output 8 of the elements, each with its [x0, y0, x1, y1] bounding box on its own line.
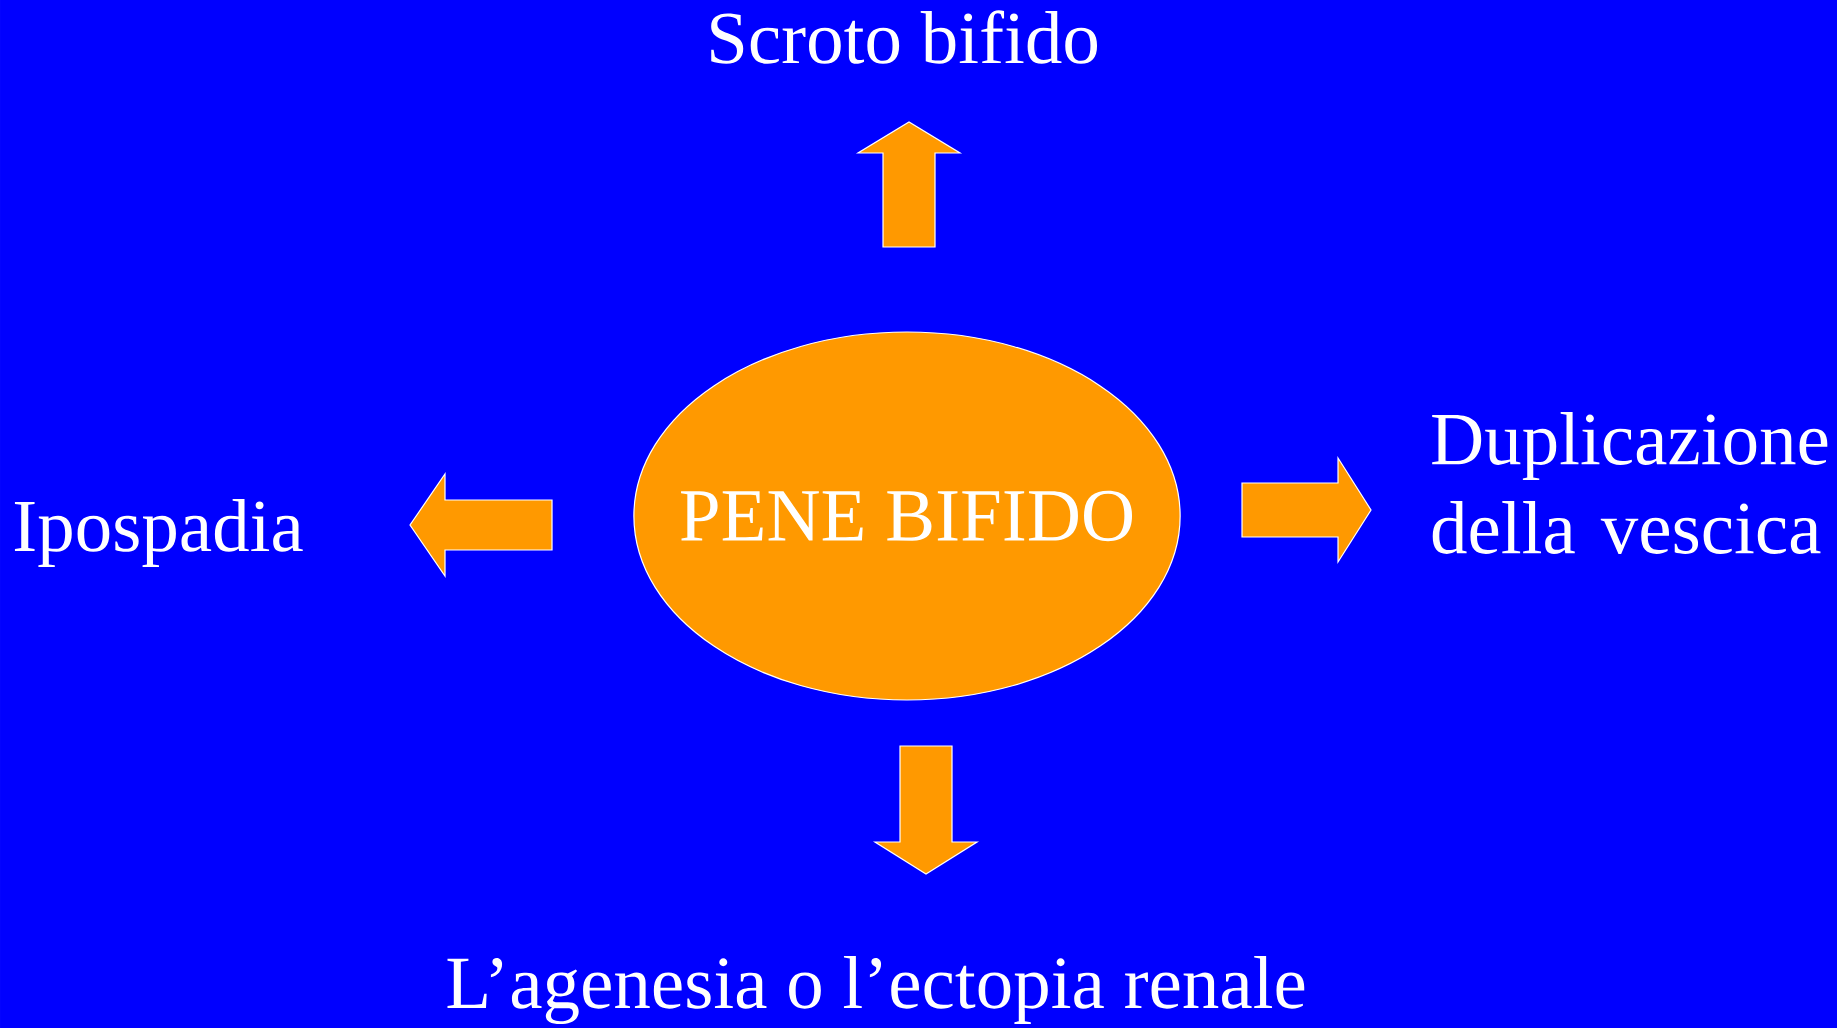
label-text: Duplicazione della vescica	[1432, 412, 1828, 554]
block-arrow	[872, 745, 980, 875]
label-text: Scroto bifido	[711, 10, 1098, 64]
block-arrow	[409, 472, 553, 578]
label-text: L’agenesia o l’ectopia renale	[447, 955, 1305, 1025]
block-arrow	[855, 121, 963, 248]
block-arrow	[1241, 455, 1372, 565]
label-text: Ipospadia	[14, 499, 303, 567]
